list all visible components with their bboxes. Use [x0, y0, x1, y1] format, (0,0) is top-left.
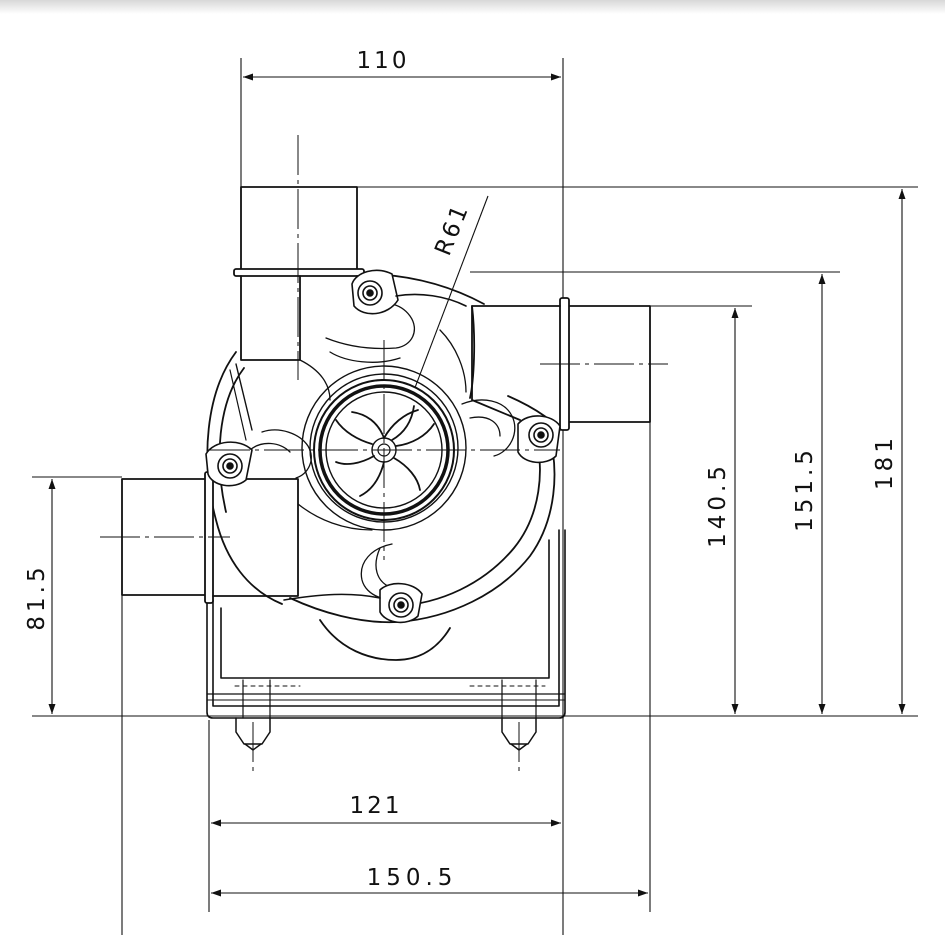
top-edge-shade [0, 0, 945, 14]
inner-channels [249, 302, 516, 600]
dim-right-height-1: 140.5 [705, 462, 731, 548]
dimension-lines [48, 73, 906, 897]
dim-right-height-2: 151.5 [792, 446, 818, 532]
screws [217, 280, 554, 618]
dim-radius: R61 [430, 199, 474, 259]
impeller-blades [335, 405, 435, 497]
dimension-labels: 110 R61 81.5 140.5 151.5 181 121 150.5 [24, 48, 898, 891]
dim-left-height: 81.5 [24, 563, 50, 630]
center-lines [100, 135, 668, 772]
outlet-pipe-right [469, 297, 651, 431]
inlet-pipe-top [233, 186, 365, 361]
dim-right-height-3: 181 [872, 434, 898, 490]
dim-bottom-width-1: 121 [350, 793, 403, 819]
pump-base [206, 529, 566, 719]
extension-lines [32, 58, 918, 935]
dim-bottom-width-2: 150.5 [367, 865, 458, 891]
dim-top-width: 110 [357, 48, 410, 74]
